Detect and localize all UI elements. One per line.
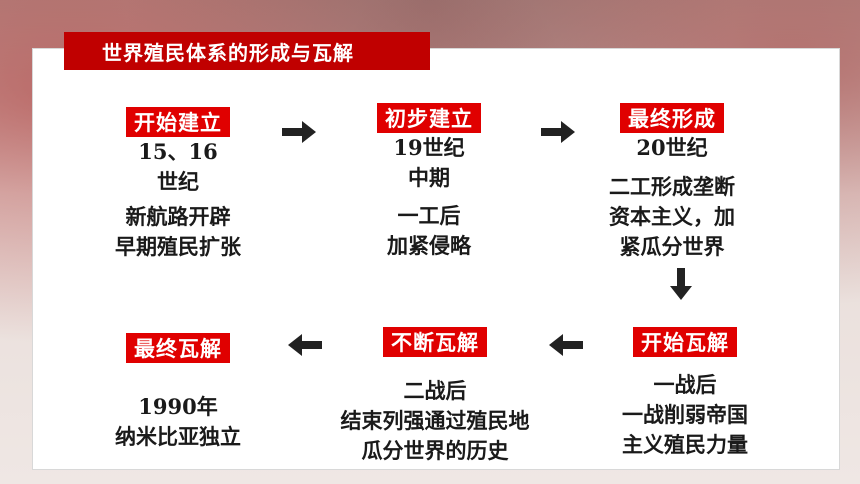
arrow-right-icon	[541, 121, 575, 143]
stage-desc-line: 紧瓜分世界	[619, 234, 725, 259]
stage-desc-line: 新航路开辟	[125, 204, 231, 229]
stage-period-line: 19世纪	[393, 135, 465, 160]
stage-tag-continuous-collapse: 不断瓦解	[383, 327, 487, 357]
stage-tag-start-collapse: 开始瓦解	[633, 327, 737, 357]
stage-period-line: 15、16	[138, 139, 218, 164]
stage-desc-line: 瓜分世界的历史	[361, 438, 509, 463]
stage-desc-line: 加紧侵略	[387, 233, 471, 258]
stage-desc-line: 二战后	[403, 378, 467, 403]
stage-tag-final-collapse: 最终瓦解	[126, 333, 230, 363]
stage-tag-final-formation: 最终形成	[620, 103, 724, 133]
stage-desc-line: 1990年	[138, 394, 218, 419]
stage-tag-initial-establish: 初步建立	[377, 103, 481, 133]
stage-period-line: 中期	[408, 165, 450, 190]
stage-desc-line: 主义殖民力量	[622, 432, 748, 457]
arrow-down-icon	[670, 268, 692, 300]
stage-period-line: 20世纪	[636, 135, 708, 160]
arrow-left-icon	[288, 334, 322, 356]
stage-tag-start-establish: 开始建立	[126, 107, 230, 137]
stage-desc-line: 资本主义，加	[609, 204, 735, 229]
stage-desc-line: 一工后	[397, 203, 461, 228]
stage-period-line: 世纪	[157, 169, 199, 194]
stage-desc-line: 纳米比亚独立	[115, 424, 241, 449]
stage-desc-line: 结束列强通过殖民地	[340, 408, 530, 433]
arrow-left-icon	[549, 334, 583, 356]
stage-desc-line: 一战削弱帝国	[622, 402, 748, 427]
stage-desc-line: 一战后	[653, 372, 717, 397]
page-title: 世界殖民体系的形成与瓦解	[64, 32, 430, 70]
stage-desc-line: 早期殖民扩张	[115, 234, 241, 259]
stage-desc-line: 二工形成垄断	[609, 174, 735, 199]
arrow-right-icon	[282, 121, 316, 143]
